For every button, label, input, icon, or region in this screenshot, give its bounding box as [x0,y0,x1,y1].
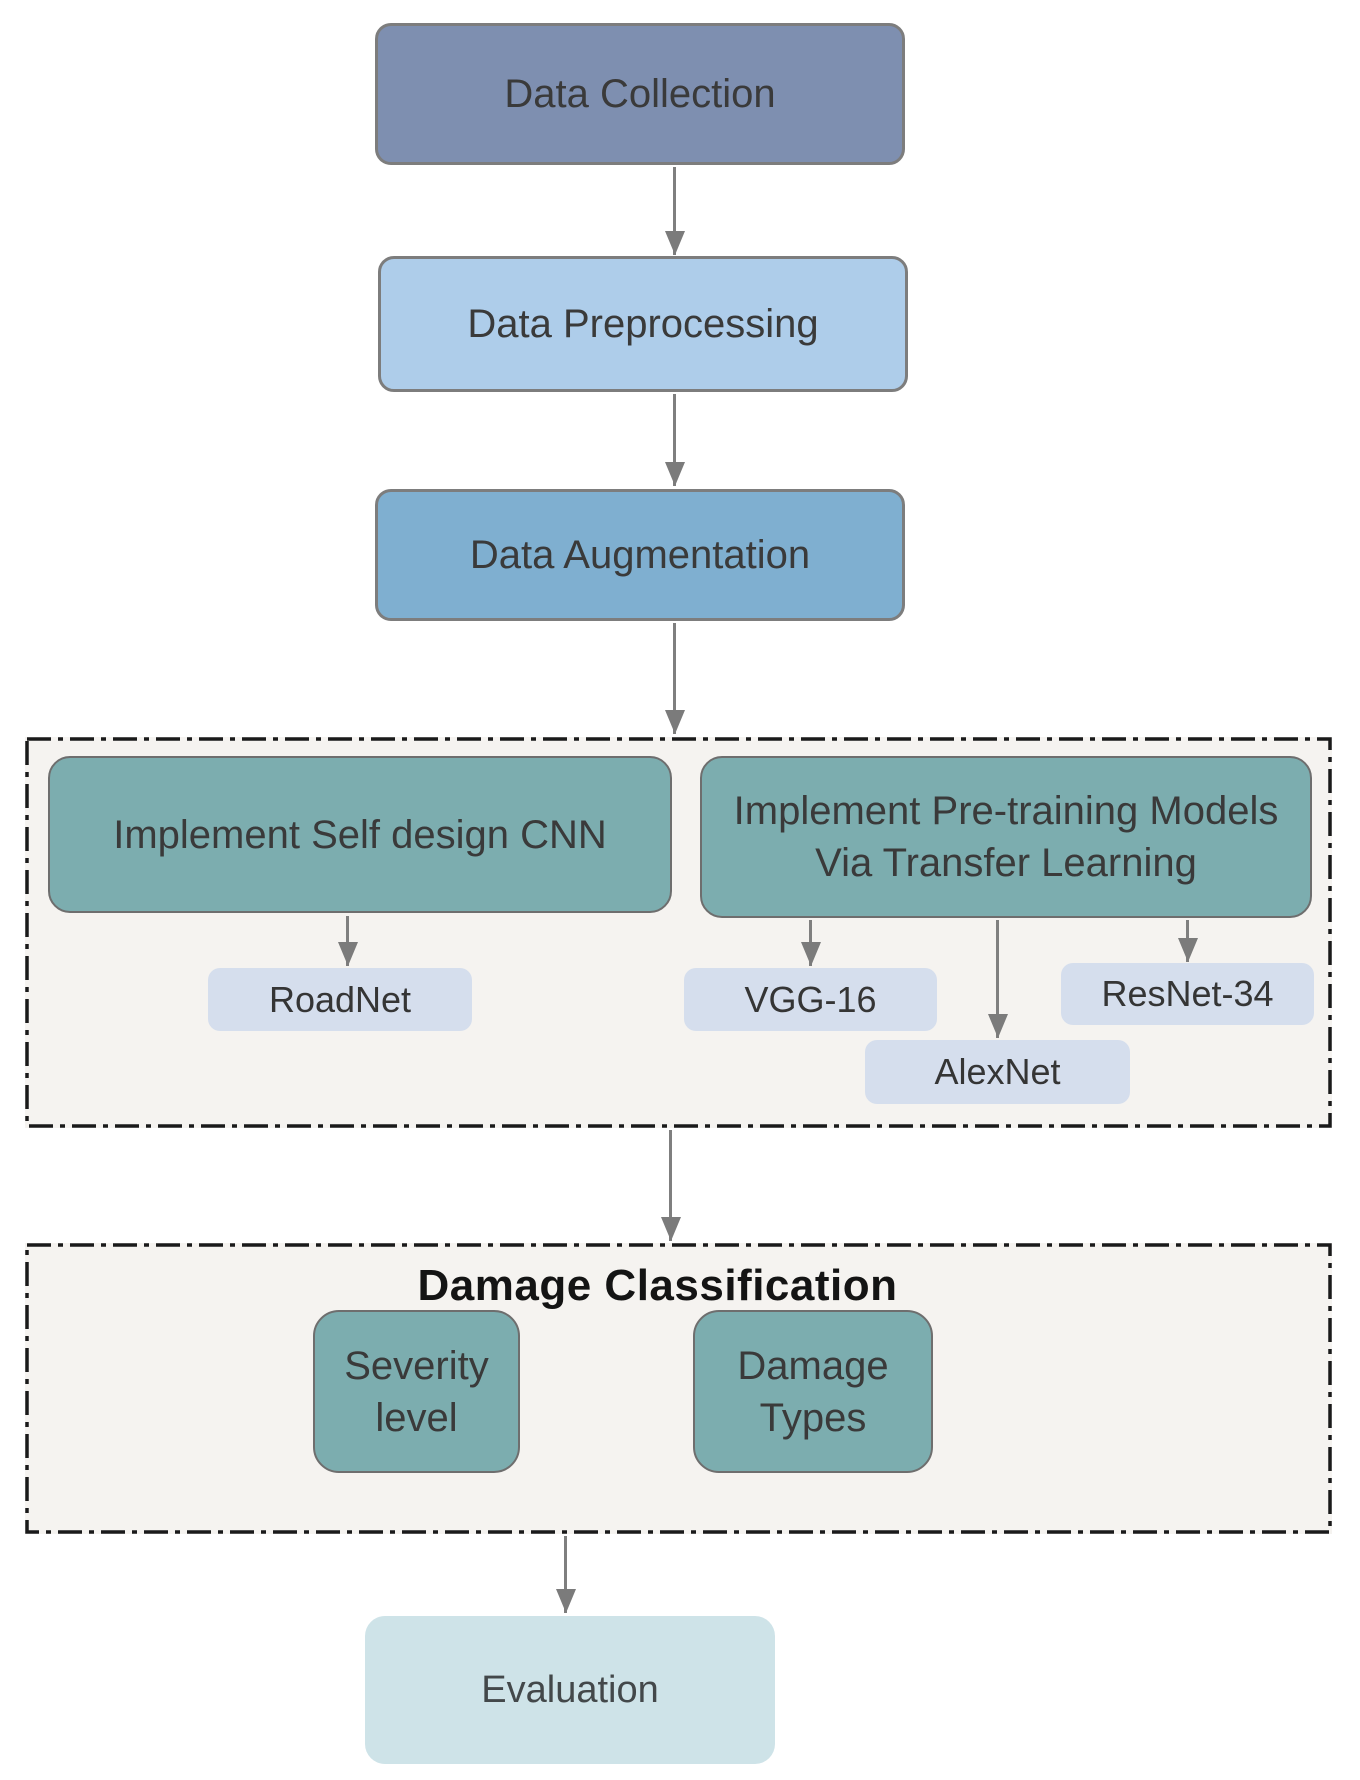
node-data-preprocessing-label: Data Preprocessing [467,301,819,346]
container-damage-classification-border [25,1243,1332,1534]
node-data-augmentation-label: Data Augmentation [469,532,811,577]
node-implement-self-cnn-label: Implement Self design CNN [113,812,607,857]
container-damage-classification: Damage Classification [25,1243,1332,1534]
node-alexnet-label: AlexNet [934,1051,1061,1092]
arrow-pretraining-to-alexnet [996,920,999,1038]
node-vgg16: VGG-16 [684,968,937,1031]
node-data-collection-label: Data Collection [504,71,776,116]
node-severity-level: Severity level [313,1310,520,1473]
node-evaluation-label: Evaluation [481,1668,659,1711]
node-alexnet: AlexNet [865,1040,1130,1104]
node-damage-types: Damage Types [693,1310,933,1473]
container-models-border [25,737,1332,1128]
arrow-pretraining-to-resnet34 [1186,920,1189,962]
node-data-augmentation: Data Augmentation [375,489,905,621]
node-implement-pretraining-label: Implement Pre-training Models Via Transf… [733,789,1279,885]
node-resnet34-label: ResNet-34 [1101,973,1274,1014]
arrow-collection-to-preprocessing [673,167,676,255]
node-roadnet: RoadNet [208,968,472,1031]
arrow-pretraining-to-vgg16 [809,920,812,966]
node-roadnet-label: RoadNet [268,978,412,1020]
node-vgg16-label: VGG-16 [744,978,877,1020]
arrow-augmentation-to-models [673,623,676,734]
node-data-preprocessing: Data Preprocessing [378,256,908,392]
arrow-selfcnn-to-roadnet [346,916,349,966]
node-data-collection: Data Collection [375,23,905,165]
arrow-classification-to-evaluation [564,1536,567,1613]
node-evaluation: Evaluation [365,1616,775,1764]
arrow-models-to-classification [669,1130,672,1241]
node-severity-level-label: Severity level [344,1343,489,1440]
damage-classification-title: Damage Classification [417,1261,898,1310]
node-damage-types-label: Damage Types [737,1343,889,1440]
node-resnet34: ResNet-34 [1061,963,1314,1025]
node-implement-pretraining: Implement Pre-training Models Via Transf… [700,756,1312,918]
arrow-preprocessing-to-augmentation [673,394,676,486]
node-implement-self-cnn: Implement Self design CNN [48,756,672,913]
